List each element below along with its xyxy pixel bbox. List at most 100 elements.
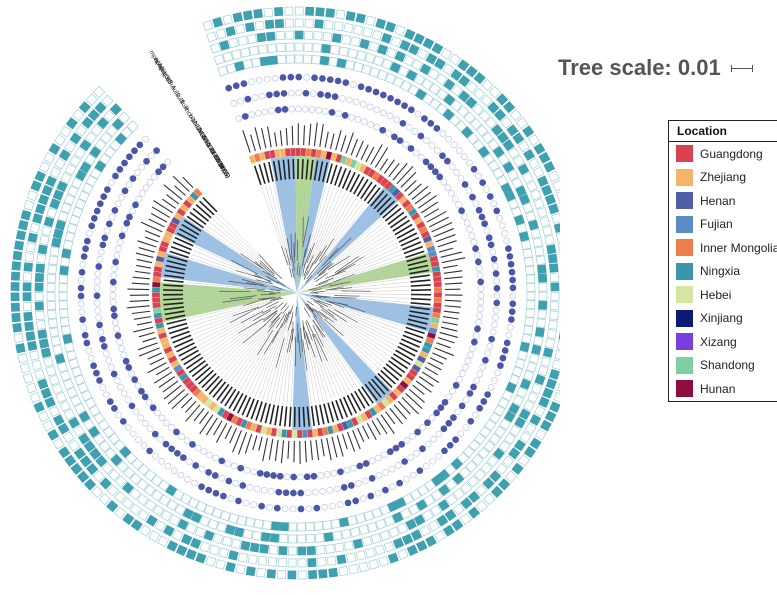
presence-dot <box>110 305 118 313</box>
tree-branch <box>327 319 383 367</box>
presence-dot <box>436 173 444 181</box>
serotype-label <box>408 388 425 403</box>
presence-square <box>145 514 158 527</box>
tree-branch <box>286 328 293 353</box>
serotype-label <box>380 414 395 435</box>
leaf-label <box>253 165 262 186</box>
presence-dot <box>432 168 439 176</box>
tree-branch <box>222 297 253 303</box>
tree-branch <box>276 313 286 329</box>
presence-dot <box>416 467 424 475</box>
presence-square <box>483 492 496 506</box>
leaf-label <box>202 197 218 213</box>
presence-square <box>542 347 554 358</box>
presence-square <box>55 219 66 231</box>
presence-square <box>22 272 33 282</box>
presence-square <box>48 318 58 329</box>
presence-square <box>421 78 434 91</box>
presence-square <box>452 472 465 485</box>
presence-square <box>144 469 157 482</box>
presence-dot <box>456 147 463 154</box>
leaf-label <box>389 215 408 229</box>
presence-square <box>14 240 25 251</box>
presence-square <box>284 18 294 28</box>
presence-dot <box>414 428 421 436</box>
serotype-label <box>352 429 361 450</box>
tree-branch <box>330 296 409 307</box>
presence-square <box>206 31 218 43</box>
leaf-label <box>220 386 233 404</box>
leaf-label <box>183 219 202 232</box>
presence-square <box>195 500 208 513</box>
tree-branch <box>313 190 342 256</box>
presence-dot <box>109 285 117 293</box>
tree-branch <box>314 333 328 362</box>
tree-branch <box>263 310 278 323</box>
serotype-label <box>215 423 228 443</box>
presence-square <box>284 6 294 16</box>
leaf-label <box>288 406 292 427</box>
presence-square <box>40 387 52 399</box>
presence-square <box>113 439 126 452</box>
leaf-label <box>321 162 329 183</box>
leaf-label <box>327 402 335 423</box>
presence-dot <box>266 503 273 511</box>
presence-square <box>495 93 509 106</box>
presence-dot <box>454 408 462 416</box>
legend-swatch <box>676 286 693 304</box>
tree-branch <box>315 273 328 282</box>
presence-square <box>473 468 487 482</box>
presence-square <box>373 55 385 67</box>
presence-square <box>121 497 134 510</box>
presence-dot <box>343 466 351 474</box>
presence-square <box>37 329 48 340</box>
presence-square <box>19 362 31 374</box>
presence-dot <box>93 299 101 307</box>
leaf-label <box>189 211 207 226</box>
presence-square <box>49 246 60 257</box>
presence-dot <box>323 471 331 478</box>
presence-square <box>403 28 416 41</box>
presence-square <box>425 535 437 548</box>
presence-dot <box>355 480 362 487</box>
presence-dot <box>266 91 273 99</box>
presence-dot <box>505 331 513 339</box>
tree-branch <box>350 269 407 282</box>
presence-dot <box>448 189 455 197</box>
presence-dot <box>108 213 116 221</box>
presence-dot <box>427 120 435 127</box>
tree-branch <box>185 302 223 308</box>
presence-square <box>63 408 76 421</box>
tree-branch <box>327 255 351 270</box>
presence-square <box>233 526 245 538</box>
serotype-label <box>396 165 414 185</box>
leaf-label <box>313 160 319 181</box>
leaf-label <box>400 236 420 247</box>
presence-square <box>114 506 127 519</box>
presence-square <box>46 282 56 292</box>
tree-branch <box>265 185 290 268</box>
leaf-label <box>342 396 353 416</box>
presence-square <box>194 526 206 538</box>
presence-square <box>438 483 451 497</box>
presence-dot <box>330 469 338 477</box>
serotype-label <box>237 431 248 455</box>
location-segment <box>433 286 443 293</box>
presence-square <box>534 428 547 441</box>
serotype-label <box>163 384 182 400</box>
presence-dot <box>220 492 227 500</box>
presence-dot <box>145 399 153 406</box>
leaf-label <box>395 349 414 361</box>
tree-branch <box>263 330 279 355</box>
presence-square <box>549 310 559 320</box>
presence-dot <box>491 321 498 329</box>
leaf-label <box>410 306 431 311</box>
serotype-label <box>185 400 197 413</box>
presence-square <box>102 426 115 439</box>
tree-branch <box>231 259 258 275</box>
tree-branch <box>347 304 407 320</box>
serotype-label <box>153 200 173 214</box>
presence-square <box>139 524 152 537</box>
presence-dot <box>118 232 126 240</box>
presence-dot <box>385 130 392 137</box>
